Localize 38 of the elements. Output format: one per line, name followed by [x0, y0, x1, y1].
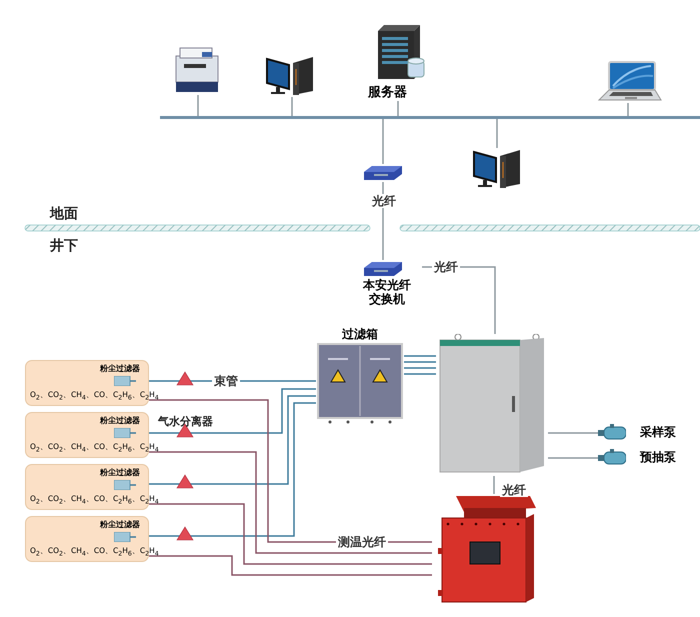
switch-drawing [362, 164, 404, 182]
part-label: 气水分离器 [158, 414, 213, 429]
cable-line [149, 555, 432, 576]
cable-line [397, 101, 399, 116]
cable-line [403, 355, 437, 375]
filter-label: 粉尘过滤器 [100, 363, 140, 374]
laptop-drawing [595, 60, 663, 103]
cable-line [197, 95, 199, 116]
edge-label: 光纤 [370, 194, 398, 208]
filter-label: 粉尘过滤器 [100, 519, 140, 530]
cable-line [149, 388, 316, 434]
pump-label: 预抽泵 [640, 449, 676, 466]
edge-label: 光纤 [432, 260, 460, 274]
cable-line [493, 476, 495, 494]
cable-line [382, 119, 384, 164]
zone-label: 地面 [50, 205, 78, 223]
computer-drawing [472, 148, 522, 190]
edge-label: 光纤 [500, 483, 528, 497]
cable-line [627, 103, 629, 116]
pump-label: 采样泵 [640, 424, 676, 441]
edge-label: 测温光纤 [336, 535, 388, 549]
cable-line [496, 119, 498, 148]
cable-line [548, 457, 598, 459]
filter-label: 粉尘过滤器 [100, 467, 140, 478]
cable-line [548, 432, 598, 434]
filter-label: 粉尘过滤器 [100, 415, 140, 426]
cable-line [149, 451, 432, 554]
cable-line [149, 402, 316, 537]
cable-line [149, 503, 432, 565]
cable-line [291, 97, 293, 116]
bar [160, 116, 700, 119]
device-label: 本安光纤交换机 [362, 278, 412, 306]
computer-drawing [265, 55, 315, 97]
device-label: 服务器 [368, 84, 407, 101]
zone-label: 井下 [50, 237, 78, 255]
box-heading: 过滤箱 [342, 326, 378, 343]
edge-label: 束管 [212, 374, 240, 388]
cable-line [149, 395, 316, 485]
